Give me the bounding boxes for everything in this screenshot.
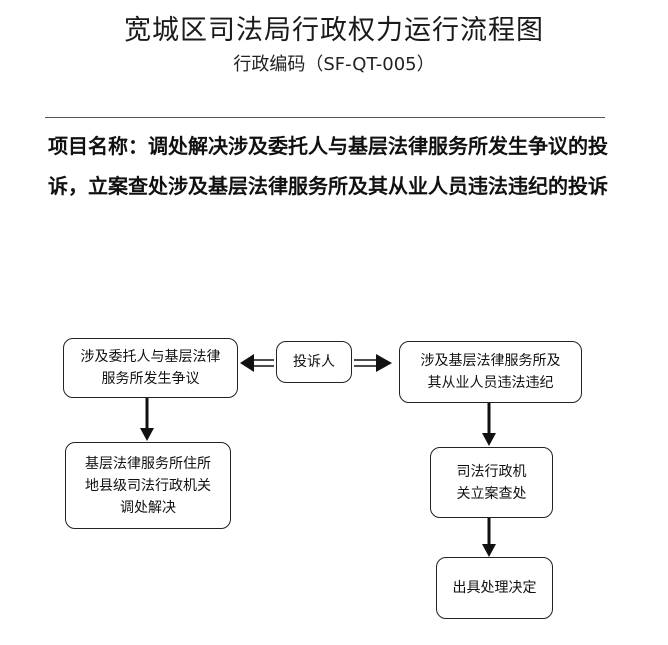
node-right-category: 涉及基层法律服务所及其从业人员违法违纪 xyxy=(399,341,582,403)
node-complainant: 投诉人 xyxy=(276,341,352,383)
document-code: 行政编码（SF-QT-005） xyxy=(233,54,435,75)
node-left-category: 涉及委托人与基层法律服务所发生争议 xyxy=(63,338,238,398)
project-name: 项目名称：调处解决涉及委托人与基层法律服务所发生争议的投诉，立案查处涉及基层法律… xyxy=(48,134,608,198)
node-outcome: 出具处理决定 xyxy=(436,557,553,619)
header-divider xyxy=(45,117,605,118)
arrow-right-step-to-outcome xyxy=(482,518,496,557)
arrow-complainant-to-left xyxy=(240,354,274,372)
node-left-step: 基层法律服务所住所地县级司法行政机关调处解决 xyxy=(65,442,231,529)
arrow-complainant-to-right xyxy=(354,354,392,372)
arrow-left-category-to-step xyxy=(140,398,154,441)
arrow-right-category-to-step xyxy=(482,403,496,446)
page-title: 宽城区司法局行政权力运行流程图 xyxy=(124,15,544,46)
node-right-step: 司法行政机关立案查处 xyxy=(430,447,553,518)
